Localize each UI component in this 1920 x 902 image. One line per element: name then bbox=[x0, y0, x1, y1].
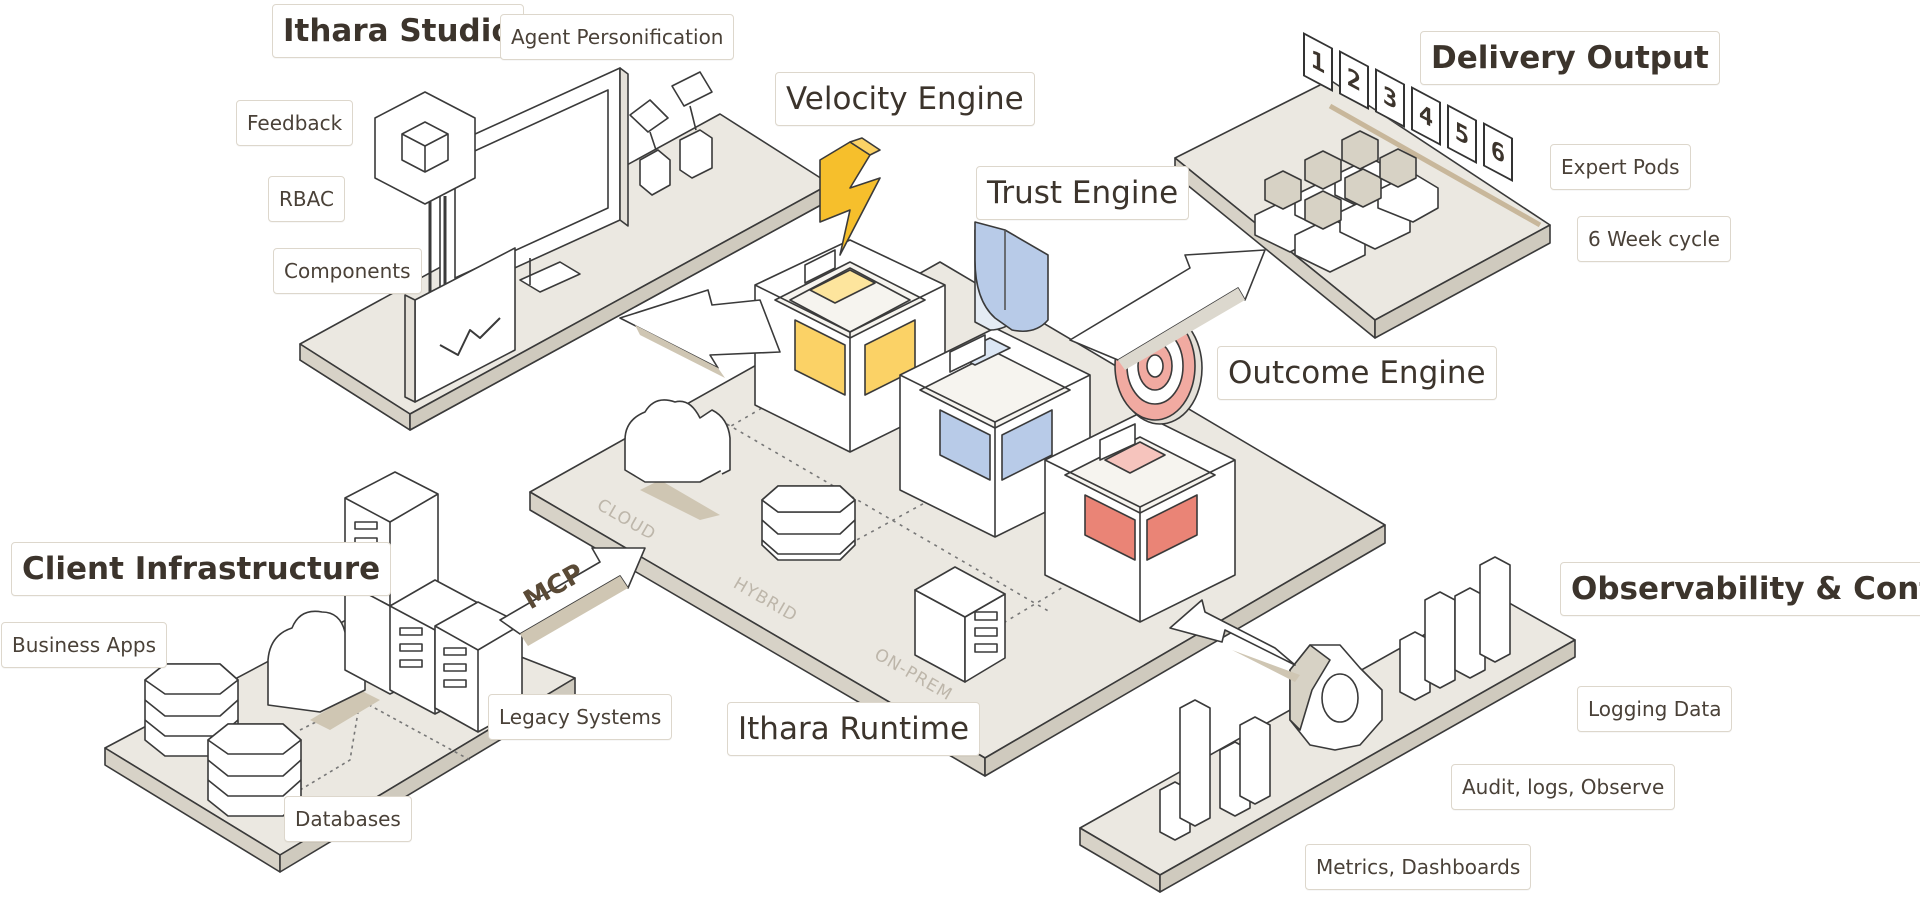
agent-figure-icon bbox=[629, 71, 713, 196]
ithara-runtime-title: Ithara Runtime bbox=[727, 702, 981, 756]
velocity-engine-cube bbox=[754, 239, 946, 453]
audit-logs-label: Audit, logs, Observe bbox=[1451, 764, 1676, 810]
cycle-week-box: 6 bbox=[1483, 122, 1513, 182]
cycle-week-box: 2 bbox=[1339, 50, 1369, 110]
arrow-icon bbox=[1069, 249, 1266, 370]
component-cube-icon bbox=[374, 91, 476, 300]
cloud-icon bbox=[624, 399, 731, 520]
database-icon bbox=[761, 485, 856, 561]
components-label: Components bbox=[273, 248, 422, 294]
cycle-week-box: 3 bbox=[1375, 68, 1405, 128]
rbac-label: RBAC bbox=[268, 176, 345, 222]
cycle-week-box: 1 bbox=[1303, 32, 1333, 92]
cycle-week-box: 4 bbox=[1411, 86, 1441, 146]
metrics-dashboards-label: Metrics, Dashboards bbox=[1305, 844, 1532, 890]
velocity-engine-title: Velocity Engine bbox=[775, 72, 1035, 126]
monitor-icon bbox=[439, 67, 629, 303]
observability-control-title: Observability & Control bbox=[1560, 562, 1920, 616]
chart-card-icon bbox=[404, 247, 516, 403]
business-apps-label: Business Apps bbox=[1, 622, 168, 668]
expert-pods-icon bbox=[1254, 130, 1439, 273]
logging-data-label: Logging Data bbox=[1577, 686, 1733, 732]
server-icon bbox=[914, 566, 1006, 683]
databases-label: Databases bbox=[284, 796, 412, 842]
database-icon bbox=[144, 663, 302, 817]
delivery-output-title: Delivery Output bbox=[1420, 31, 1720, 85]
cycle-week-box: 5 bbox=[1447, 104, 1477, 164]
outcome-engine-title: Outcome Engine bbox=[1217, 346, 1497, 400]
feedback-label: Feedback bbox=[236, 100, 354, 146]
expert-pods-label: Expert Pods bbox=[1550, 144, 1691, 190]
outcome-engine-cube bbox=[1044, 412, 1236, 623]
trust-engine-cube bbox=[899, 327, 1091, 538]
shield-icon bbox=[974, 221, 1049, 333]
legacy-systems-label: Legacy Systems bbox=[488, 694, 673, 740]
bar-chart-icon bbox=[1159, 556, 1511, 841]
trust-engine-title: Trust Engine bbox=[976, 166, 1190, 220]
agent-personification-label: Agent Personification bbox=[500, 14, 735, 60]
mcp-arrow-icon bbox=[499, 547, 646, 646]
lightning-icon bbox=[819, 137, 881, 256]
client-infrastructure-title: Client Infrastructure bbox=[11, 542, 392, 596]
six-week-cycle-label: 6 Week cycle bbox=[1577, 216, 1731, 262]
arrow-icon bbox=[619, 289, 781, 378]
ithara-studio-title: Ithara Studio bbox=[272, 4, 524, 58]
gear-icon bbox=[1289, 644, 1383, 751]
arrow-icon bbox=[1169, 599, 1300, 682]
